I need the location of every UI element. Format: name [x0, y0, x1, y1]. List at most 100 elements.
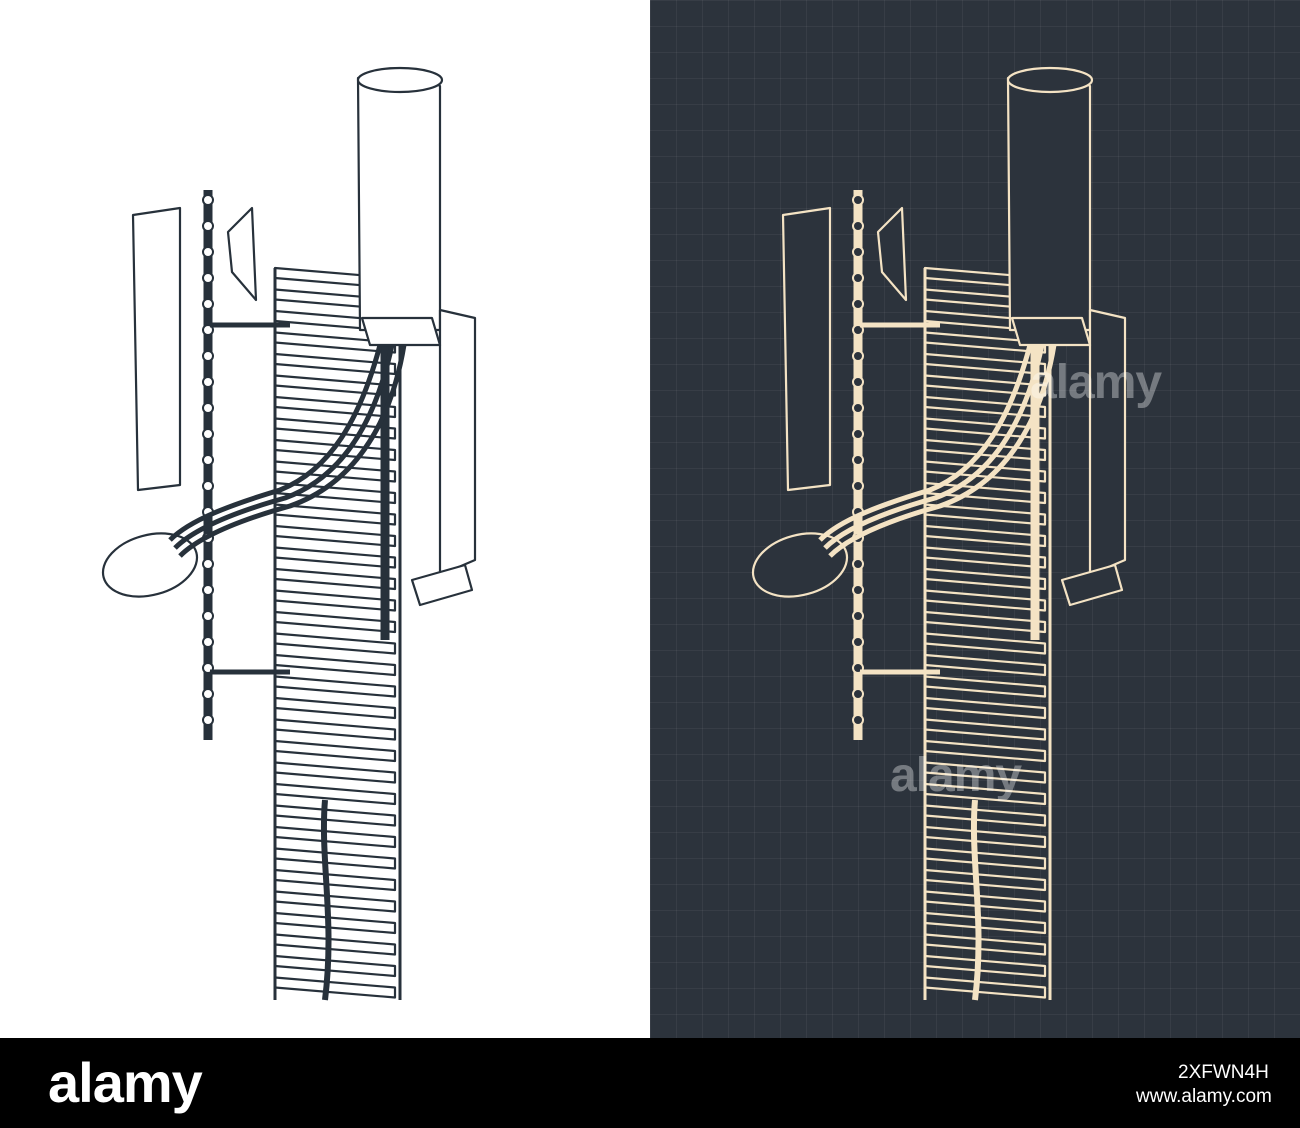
mast-slat — [273, 782, 397, 806]
ladder-step — [852, 610, 864, 622]
mast-slat — [273, 524, 397, 548]
image-id-label: 2XFWN4H — [1178, 1062, 1269, 1083]
ladder-step — [852, 688, 864, 700]
cable — [818, 344, 1033, 542]
cable — [173, 344, 395, 550]
mast-member — [970, 799, 982, 1001]
ladder-step — [852, 376, 864, 388]
microwave-dish — [876, 206, 908, 302]
mast-slat — [273, 761, 397, 784]
ladder-step — [852, 636, 864, 648]
mast-slat — [273, 847, 397, 870]
mast-slat — [923, 782, 1047, 806]
cell-tower-drawing-dark — [101, 66, 477, 1001]
mast-slat — [923, 610, 1047, 634]
mast-slat — [273, 718, 397, 741]
mast-slat — [923, 825, 1047, 849]
mast-slat — [273, 653, 397, 677]
ladder-step — [202, 194, 214, 206]
mast-slat — [273, 890, 397, 913]
ladder-step — [202, 350, 214, 362]
mast-slat — [923, 933, 1047, 956]
ladder-step — [852, 272, 864, 284]
ladder-step — [202, 376, 214, 388]
ladder-step — [852, 480, 864, 492]
mast-slat — [923, 567, 1047, 591]
ladder-step — [202, 298, 214, 310]
connector-block — [1060, 563, 1124, 607]
mast-slat — [923, 761, 1047, 784]
mast-slat — [273, 825, 397, 849]
antenna-panel-tall — [356, 68, 442, 332]
brand-logo: alamy — [48, 1051, 203, 1114]
right-illustration-panel: alamy alamy — [650, 0, 1300, 1038]
antenna-cap — [1006, 66, 1094, 94]
mast-slat — [923, 804, 1047, 827]
antenna-panel-left — [781, 206, 832, 492]
ladder-step — [852, 584, 864, 596]
mast-slat — [923, 847, 1047, 870]
ladder-step — [202, 714, 214, 726]
ladder-step — [202, 636, 214, 648]
cable — [168, 344, 383, 542]
mast-slat — [923, 718, 1047, 741]
ladder-step — [852, 298, 864, 310]
ladder-step — [202, 480, 214, 492]
mast-member — [320, 799, 332, 1001]
ladder-step — [202, 272, 214, 284]
ladder-step — [202, 584, 214, 596]
connector-block — [410, 563, 474, 607]
round-dish — [101, 532, 199, 598]
ladder-step — [852, 714, 864, 726]
mast-slat — [273, 546, 397, 569]
antenna-cap — [356, 66, 444, 94]
mast-slat — [923, 976, 1047, 999]
cable — [823, 344, 1045, 550]
mast-slat — [923, 589, 1047, 612]
ladder-step — [852, 246, 864, 258]
mast-slat — [923, 696, 1047, 720]
ladder-step — [202, 402, 214, 414]
ladder-step — [202, 454, 214, 466]
mast-slat — [273, 739, 397, 763]
mast-slat — [273, 933, 397, 956]
round-dish — [751, 532, 849, 598]
mast-slat — [923, 653, 1047, 677]
ladder-step — [202, 220, 214, 232]
mast-slat — [923, 524, 1047, 548]
antenna-panel-side — [1088, 308, 1127, 577]
ladder-step — [202, 558, 214, 570]
mast-slat — [273, 567, 397, 591]
ladder-step — [852, 194, 864, 206]
mast-slat — [273, 804, 397, 827]
ladder-step — [202, 688, 214, 700]
mast-slat — [923, 675, 1047, 698]
ladder-step — [852, 350, 864, 362]
cable — [178, 344, 407, 558]
connector-block — [1010, 316, 1092, 347]
ladder-step — [202, 246, 214, 258]
mast-slat — [923, 546, 1047, 569]
ladder-step — [202, 610, 214, 622]
mast-slat — [273, 589, 397, 612]
mast-slat — [273, 610, 397, 634]
left-illustration-panel — [0, 0, 650, 1038]
ladder-step — [202, 428, 214, 440]
mast-slat — [923, 868, 1047, 892]
mast-slat — [273, 675, 397, 698]
ladder-step — [852, 428, 864, 440]
mast-slat — [923, 632, 1047, 655]
footer-bar: alamy 2XFWN4H www.alamy.com — [0, 1038, 1300, 1128]
cable — [828, 344, 1057, 558]
connector-block — [360, 316, 442, 347]
ladder-step — [852, 402, 864, 414]
mast-slat — [923, 890, 1047, 913]
domain-label: www.alamy.com — [1136, 1086, 1272, 1107]
mast-slat — [273, 632, 397, 655]
ladder-step — [852, 558, 864, 570]
antenna-panel-left — [131, 206, 182, 492]
ladder-step — [852, 454, 864, 466]
mast-slat — [923, 954, 1047, 978]
mast-slat — [923, 739, 1047, 763]
mast-slat — [273, 868, 397, 892]
